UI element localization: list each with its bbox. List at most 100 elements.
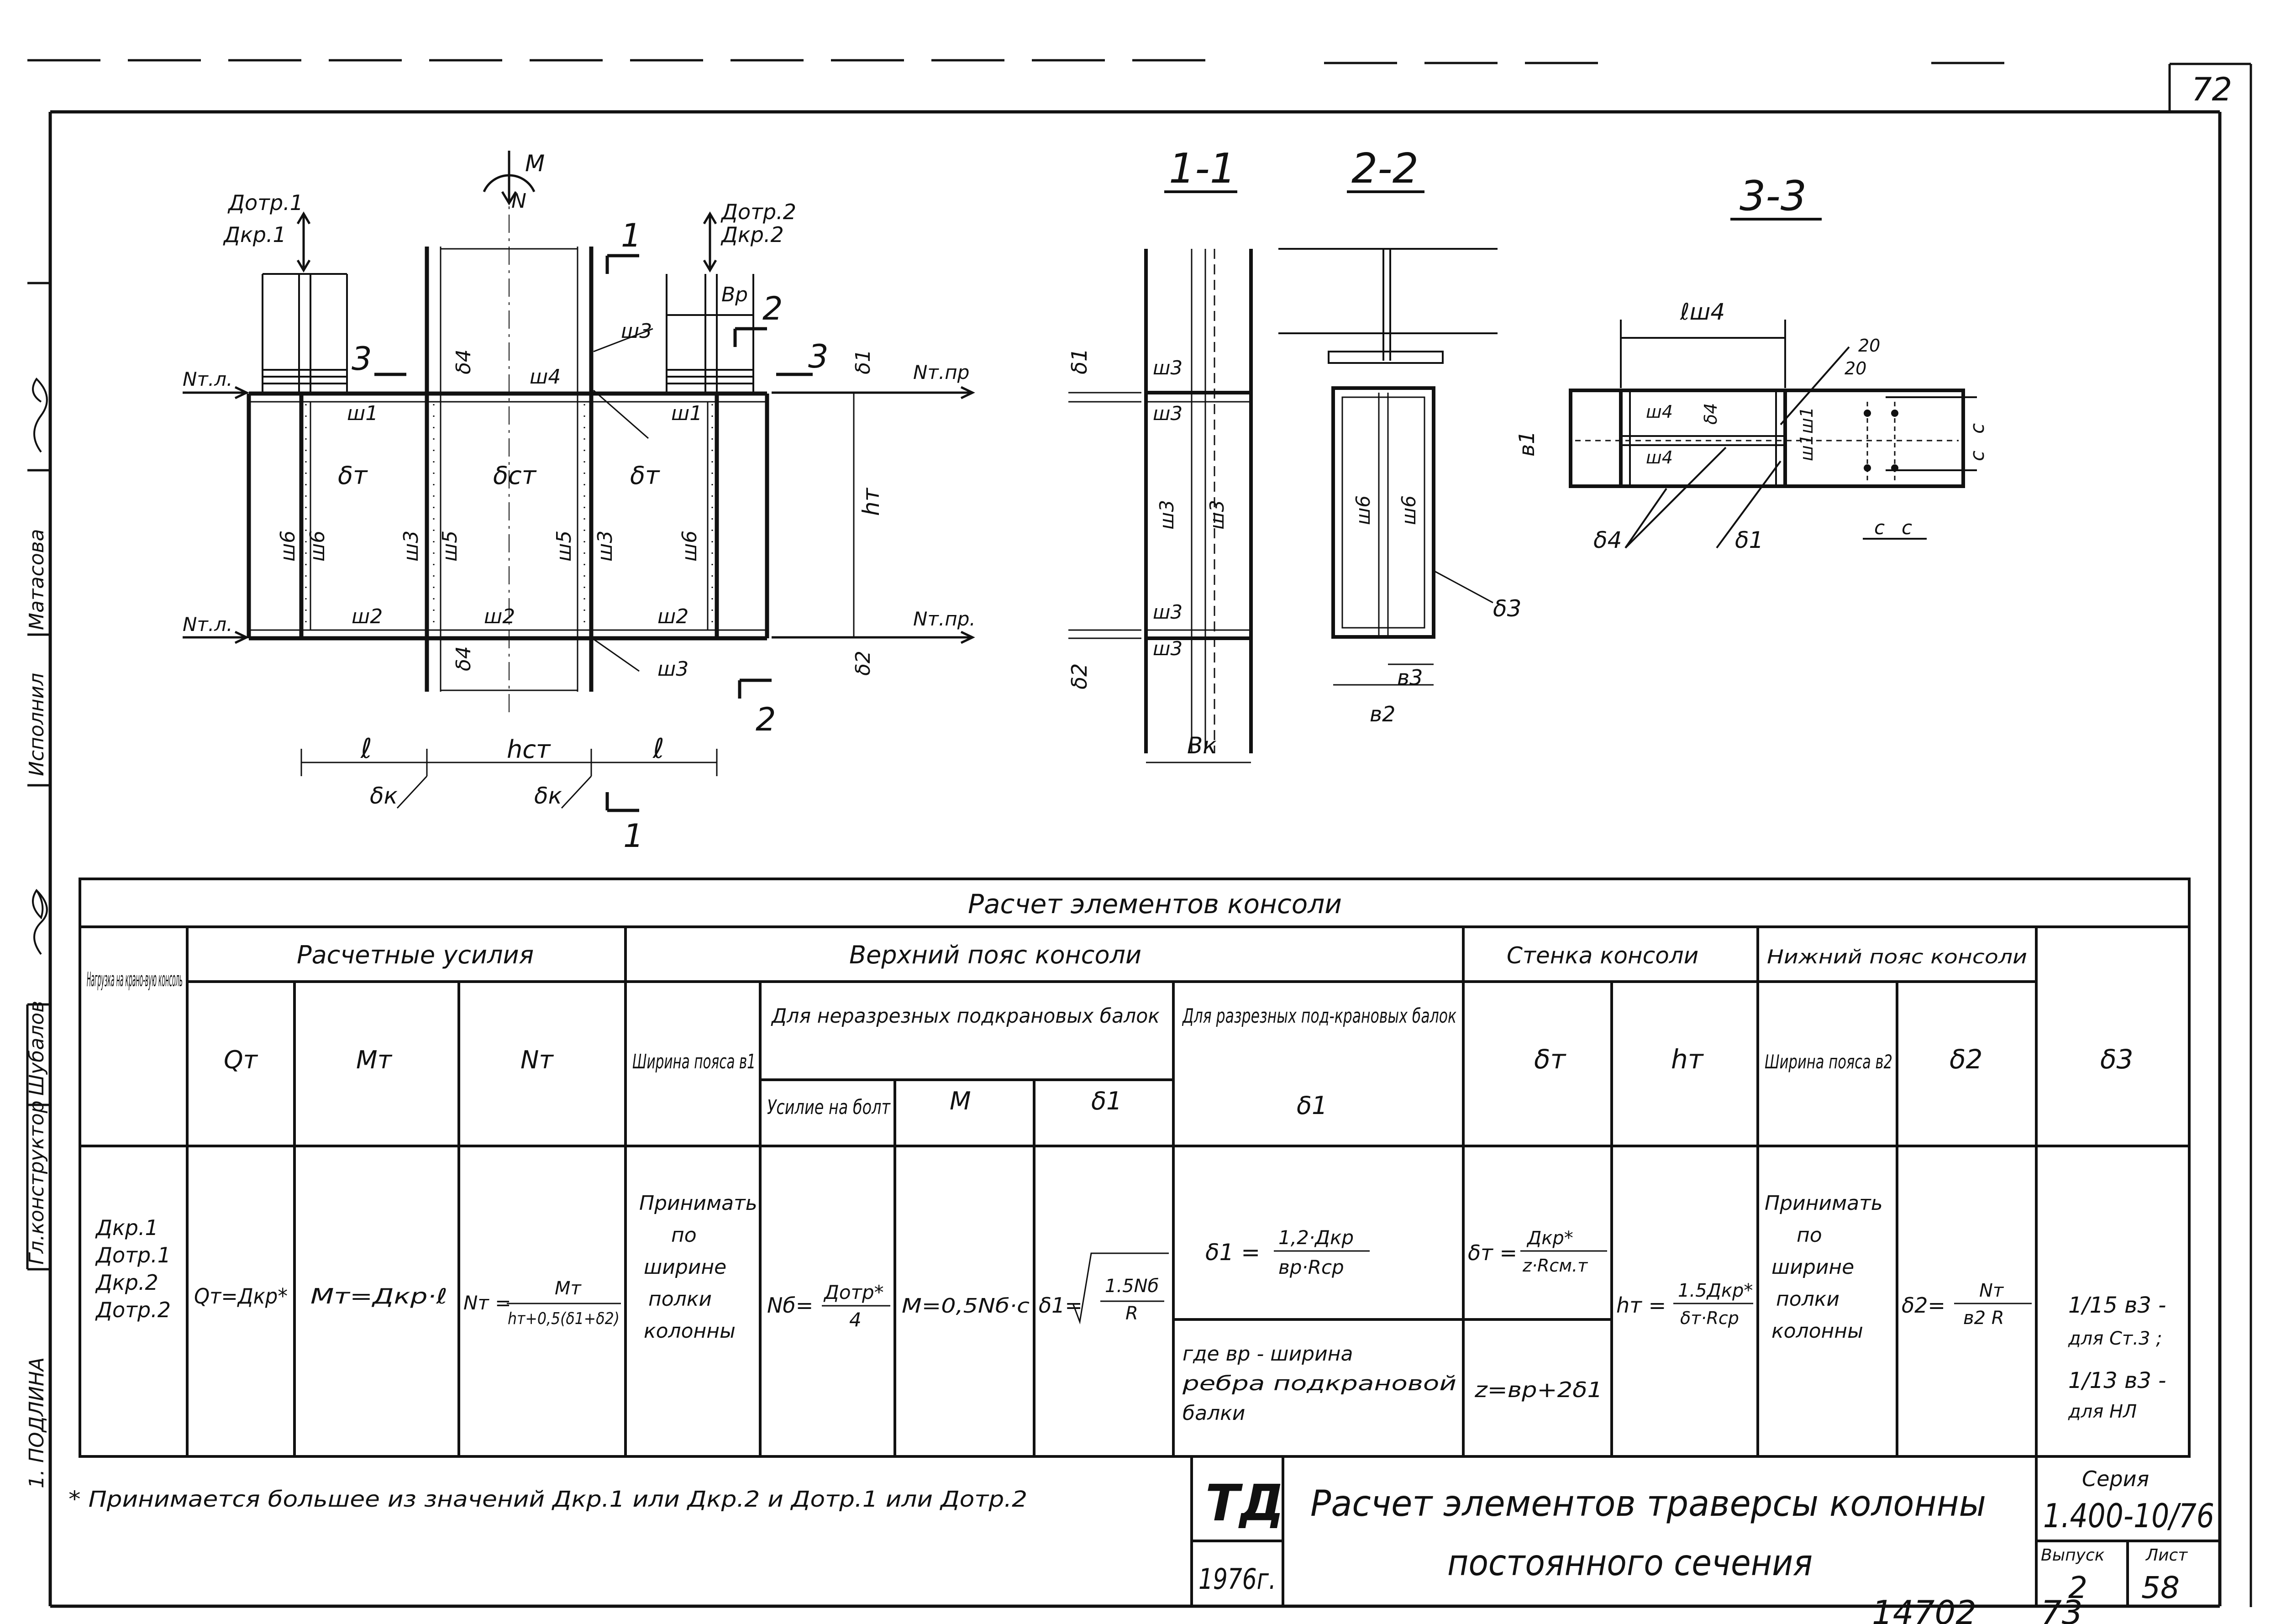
label-dkr1: Дкр.1 <box>223 222 286 247</box>
v-d1s-lhs: δ1 = <box>1205 1239 1260 1266</box>
corner-number: 72 <box>2192 71 2232 108</box>
stamp-ispolnil: Исполнил <box>25 673 48 776</box>
v-d1-den: R <box>1125 1303 1138 1324</box>
v-nt-num: Mт <box>555 1278 582 1299</box>
s33-sh4b: ш4 <box>1646 447 1673 468</box>
h-d2: δ2 <box>1950 1044 1982 1075</box>
s33-sh1b: ш1 <box>1797 434 1817 461</box>
s33-w20a: 20 <box>1858 336 1880 356</box>
v-dt-lhs: δт = <box>1468 1240 1517 1265</box>
v-split-note-3: балки <box>1183 1402 1245 1425</box>
v-z: z=вр+2δ1 <box>1474 1377 1603 1402</box>
s22-sh6b: ш6 <box>1398 495 1420 525</box>
h-split: Для разрезных под-крановых балок <box>1182 1004 1457 1028</box>
table-title: Расчет элементов консоли <box>968 888 1342 920</box>
label-dkr2: Дкр.2 <box>720 222 784 247</box>
s33-w20b: 20 <box>1845 358 1866 378</box>
label-M: M <box>525 150 545 177</box>
h-qt: Qт <box>224 1046 258 1074</box>
v-width-b1-4: полки <box>648 1288 712 1311</box>
v-width-b2-2: по <box>1797 1224 1822 1247</box>
v-d3-4: для НЛ <box>2068 1401 2137 1422</box>
group-web: Стенка консоли <box>1507 942 1698 969</box>
v-width-b1-5: колонны <box>644 1319 736 1343</box>
v-load-1: Дкр.1 <box>95 1215 158 1240</box>
label-br: Вр <box>721 283 748 306</box>
v-nt-lhs: Nт = <box>463 1292 511 1314</box>
v-width-b1-1: Принимать <box>639 1192 757 1215</box>
v-nb-den: 4 <box>849 1309 862 1331</box>
s22-b2: в2 <box>1370 702 1395 726</box>
label-sh2-left: ш2 <box>352 605 383 628</box>
v-d1-num: 1.5Nб <box>1105 1276 1159 1297</box>
section-1-1: 1-1 δ1 δ2 ш3 ш3 ш3 ш3 ш3 <box>1067 145 1253 763</box>
side-stamp-strip <box>26 282 50 1271</box>
label-d1: δ1 <box>851 349 875 374</box>
label-sh4: ш4 <box>530 365 561 389</box>
section-mark-1-bot: 1 <box>623 817 644 855</box>
v-width-b1-2: по <box>671 1224 697 1247</box>
label-sh2-mid: ш2 <box>484 605 515 628</box>
label-sh6-b: ш6 <box>306 531 329 562</box>
issue-label: Выпуск <box>2041 1546 2105 1565</box>
col-load: Нагрузка на крано-вую консоль <box>87 968 183 991</box>
v-ht-lhs: hт = <box>1616 1293 1666 1318</box>
group-forces: Расчетные усилия <box>297 941 534 969</box>
title-block-grid <box>1190 1456 2220 1606</box>
section-mark-3-left: 3 <box>352 340 372 378</box>
dim-dk-right: δк <box>534 783 562 809</box>
label-sh2-right: ш2 <box>657 605 689 628</box>
s33-lsh4: ℓш4 <box>1680 299 1725 325</box>
h-width-b1: Ширина пояса в1 <box>632 1050 756 1073</box>
h-bolt-force: Усилие на болт <box>767 1096 891 1119</box>
label-d4-bot: δ4 <box>452 646 475 671</box>
title-year: 1976г. <box>1198 1562 1276 1596</box>
v-width-b1-3: ширине <box>644 1256 726 1279</box>
s11-sh3b: ш3 <box>1153 402 1183 425</box>
section-2-2: 2-2 ш6 ш6 δ3 в3 в2 <box>1278 145 1521 726</box>
h-m: M <box>950 1087 971 1115</box>
s33-c1: с <box>1966 423 1988 434</box>
s33-d1: δ1 <box>1735 527 1763 553</box>
dim-dk-left: δк <box>370 783 398 809</box>
section-3-3: 3-3 <box>1514 172 1988 553</box>
group-top-flange: Верхний пояс консоли <box>849 941 1141 969</box>
s11-sh3d: ш3 <box>1206 500 1228 530</box>
s22-sh6a: ш6 <box>1352 495 1374 525</box>
v-m: M=0,5Nб·с <box>902 1294 1030 1318</box>
h-dt: δт <box>1534 1044 1566 1075</box>
s11-bk: Вк <box>1187 732 1217 759</box>
bottom-number-left: 14702 <box>1872 1593 1976 1624</box>
s33-c2: с <box>1966 451 1988 461</box>
h-mt: Mт <box>356 1046 393 1074</box>
top-dashed-border <box>27 59 2018 64</box>
s11-d2: δ2 <box>1067 663 1092 689</box>
label-ntl-bot: Nт.л. <box>183 613 232 636</box>
v-d2-num: Nт <box>1979 1280 2004 1301</box>
section-mark-2-top: 2 <box>762 290 783 327</box>
v-width-b2-5: колонны <box>1771 1319 1863 1343</box>
label-ntpr-top: Nт.пр <box>913 361 969 384</box>
section-title-2-2: 2-2 <box>1351 145 1419 193</box>
label-sh3-v1: ш3 <box>399 531 423 562</box>
v-dt-num: Дкр* <box>1526 1228 1573 1249</box>
label-d2: δ2 <box>851 651 875 676</box>
v-d3-1: 1/15 в3 - <box>2068 1293 2166 1318</box>
series-label: Серия <box>2082 1466 2149 1491</box>
v-d1s-num: 1,2·Дкр <box>1278 1226 1354 1249</box>
v-split-note-1: где вр - ширина <box>1183 1342 1353 1366</box>
s33-sh4a: ш4 <box>1646 402 1673 422</box>
v-nb-lhs: Nб= <box>767 1293 813 1318</box>
drawing-title-line2: постоянного сечения <box>1447 1543 1813 1584</box>
sheet-frame <box>48 110 2222 1608</box>
s11-sh3e: ш3 <box>1153 601 1183 623</box>
v-d3-2: для Ст.3 ; <box>2068 1328 2162 1349</box>
v-nt-den: hт+0,5(δ1+δ2) <box>508 1309 620 1328</box>
v-split-note-2: ребра подкрановой <box>1182 1372 1456 1395</box>
v-dt-den: z·Rсм.т <box>1522 1256 1588 1276</box>
v-nb-num: Дотр* <box>823 1281 884 1303</box>
s22-b3: в3 <box>1397 665 1423 690</box>
bottom-number-right: 73 <box>2041 1593 2083 1624</box>
label-sh3-v2: ш3 <box>594 531 617 562</box>
